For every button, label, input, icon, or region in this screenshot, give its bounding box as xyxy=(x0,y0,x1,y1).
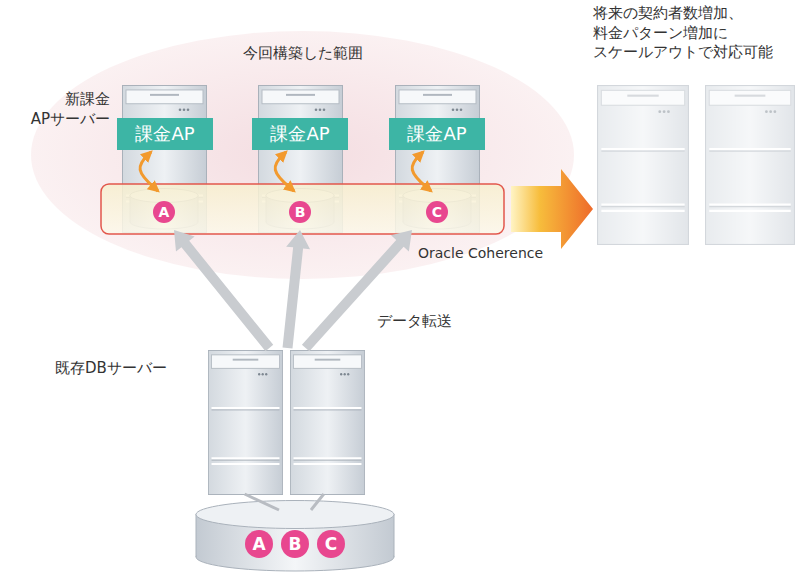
db-server-racks xyxy=(208,350,364,494)
node-text: Oracle Coherence xyxy=(418,245,543,261)
transfer-arrow xyxy=(283,230,311,349)
app-box: 課金AP xyxy=(252,118,348,150)
db-server-group: 既存DBサーバー xyxy=(205,348,370,498)
coherence-band: ABCOracle Coherence xyxy=(100,183,505,235)
partition-letter: A xyxy=(153,201,175,223)
edge-label: データ転送 xyxy=(377,312,452,330)
storage-cylinder: ABC xyxy=(195,500,395,572)
partition-letter: B xyxy=(281,530,309,558)
partition-letter: B xyxy=(289,201,311,223)
node-text: 課金AP xyxy=(135,122,194,145)
future-server-racks xyxy=(598,86,795,245)
partition-letter: A xyxy=(245,530,273,558)
future-servers: 将来の契約者数増加、 料金パターン増加に スケールアウトで対応可能 xyxy=(593,4,798,250)
access-arrow xyxy=(275,152,294,191)
node-text: 将来の契約者数増加、 料金パターン増加に スケールアウトで対応可能 xyxy=(593,4,798,63)
transfer-arrow xyxy=(174,230,273,351)
scope-region: 課金AP 課金AP 課金AP A B C Oracle Coherence 今回構築した範囲 xyxy=(30,30,575,280)
app-box: 課金AP xyxy=(117,118,213,150)
node-text: 既存DBサーバー xyxy=(55,359,167,377)
scale-out-arrow xyxy=(511,169,593,249)
access-arrow xyxy=(140,152,158,191)
storage-link xyxy=(245,494,324,510)
node-text: 課金AP xyxy=(270,122,329,145)
server-label: 新課金 APサーバー xyxy=(2,90,110,129)
access-arrow xyxy=(412,152,431,191)
partition-letter: C xyxy=(317,530,345,558)
transfer-arrow xyxy=(302,230,412,351)
node-text: 今回構築した範囲 xyxy=(30,44,575,64)
partition-letter: C xyxy=(426,201,448,223)
app-box: 課金AP xyxy=(389,118,485,150)
scope-region-shape xyxy=(30,30,575,280)
node-text: 課金AP xyxy=(407,122,466,145)
